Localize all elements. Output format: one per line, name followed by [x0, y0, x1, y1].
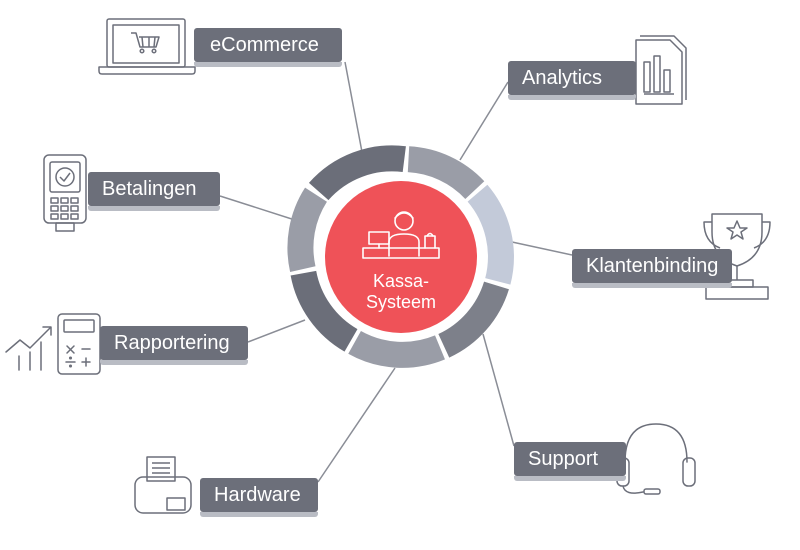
center-label-line-1: Kassa-: [372, 271, 430, 291]
laptop-cart-icon: [98, 18, 196, 75]
connector-analytics: [459, 81, 509, 161]
ring-segment-7: [287, 187, 328, 272]
document-chart-icon: [635, 35, 687, 105]
connector-ecommerce: [344, 61, 363, 153]
cashier-icon: [362, 211, 440, 259]
connector-hardware: [317, 367, 396, 483]
node-ecommerce: eCommerce: [194, 28, 342, 67]
node-klantenbinding: Klantenbinding: [572, 249, 732, 288]
connector-rapportering: [247, 319, 306, 343]
connector-betalingen: [219, 195, 299, 222]
ring-segment-2: [407, 146, 485, 200]
node-betalingen: Betalingen: [88, 172, 220, 211]
node-analytics: Analytics: [508, 61, 636, 100]
center-ring: [287, 145, 514, 368]
connector-klantenbinding: [511, 241, 573, 256]
center-label: Kassa- Systeem: [333, 271, 469, 313]
calculator-growth-icon: [5, 313, 101, 375]
connector-support: [482, 333, 515, 447]
printer-icon: [134, 456, 192, 514]
ring-segment-4: [437, 281, 509, 358]
node-rapportering: Rapportering: [100, 326, 248, 365]
ring-segment-3: [467, 184, 514, 285]
ring-segment-6: [290, 270, 358, 352]
node-hardware: Hardware: [200, 478, 318, 517]
node-support: Support: [514, 442, 626, 481]
center-label-line-2: Systeem: [365, 292, 437, 312]
payment-terminal-icon: [43, 154, 87, 232]
ring-segment-1: [308, 145, 406, 201]
center-circle: [325, 181, 477, 333]
trophy-icon: [703, 213, 771, 300]
headset-icon: [616, 423, 696, 495]
ring-segment-5: [348, 330, 445, 368]
connector-lines: [219, 61, 573, 483]
